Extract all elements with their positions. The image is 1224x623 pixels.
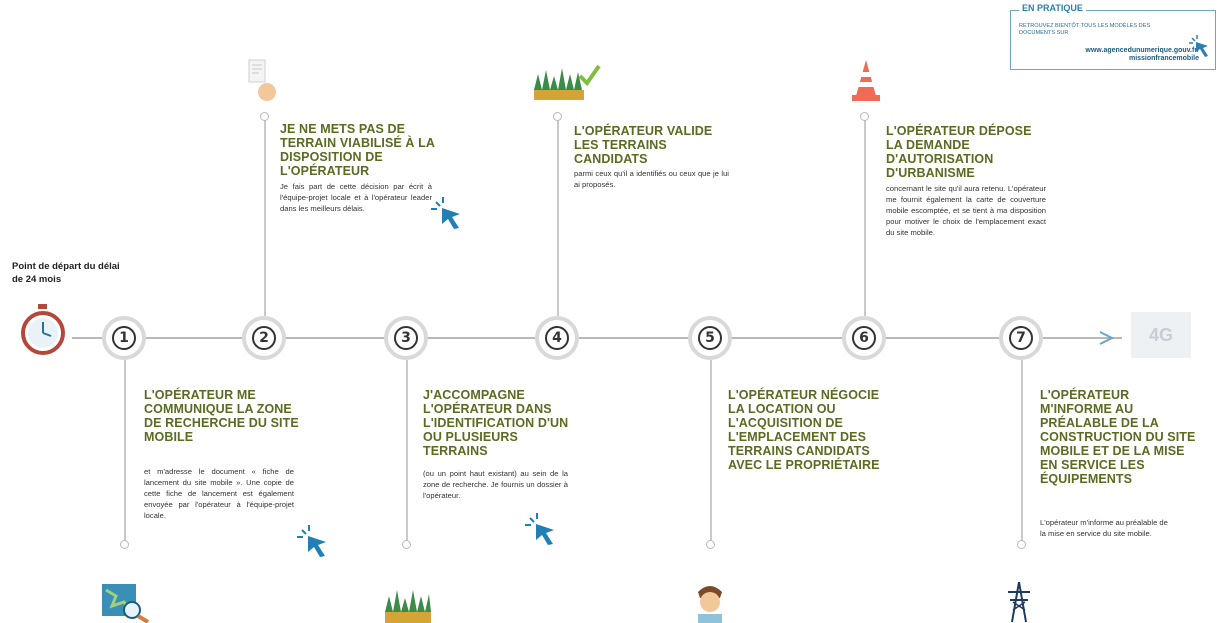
en-pratique-url[interactable]: www.agencedunumerique.gouv.fr/ missionfr… [1085, 47, 1199, 62]
stopwatch-icon [21, 304, 65, 355]
cursor-click-icon [525, 513, 554, 545]
cursor-click-icon [431, 197, 460, 229]
cursor-click-icon [1189, 35, 1208, 57]
step-2-body: Je fais part de cette décision par écrit… [280, 182, 432, 213]
step-4-title: L'OPÉRATEUR VALIDE LES TERRAINS CANDIDAT… [574, 124, 713, 166]
step-1-body: et m'adresse le document « fiche de lanc… [144, 467, 294, 520]
step-3-title: J'ACCOMPAGNE L'OPÉRATEUR DANS L'IDENTIFI… [423, 388, 569, 458]
en-pratique-intro: RETROUVEZ BIENTÔT TOUS LES MODÈLES DES D… [1019, 23, 1151, 36]
step-2-marker: 2 [242, 316, 286, 360]
person-icon [698, 586, 722, 623]
en-pratique-label: EN PRATIQUE [1019, 3, 1086, 13]
map-search-icon [102, 584, 150, 623]
traffic-cone-icon [852, 60, 880, 101]
document-hand-icon [248, 59, 276, 101]
step-5-title: L'OPÉRATEUR NÉGOCIE LA LOCATION OU L'ACQ… [728, 388, 880, 472]
step-7-title: L'OPÉRATEUR M'INFORME AU PRÉALABLE DE LA… [1040, 388, 1196, 486]
step-6-title: L'OPÉRATEUR DÉPOSE LA DEMANDE D'AUTORISA… [886, 124, 1032, 180]
cursor-click-icon [297, 525, 326, 557]
step-3-marker: 3 [384, 316, 428, 360]
step-7-body: L'opérateur m'informe au préalable de la… [1040, 518, 1168, 538]
step-1-marker: 1 [102, 316, 146, 360]
4g-badge: 4G [1131, 312, 1191, 358]
step-6-marker: 6 [842, 316, 886, 360]
timeline-axis [72, 337, 1122, 339]
en-pratique-box: EN PRATIQUE RETROUVEZ BIENTÔT TOUS LES M… [1010, 3, 1216, 70]
step-7-marker: 7 [999, 316, 1043, 360]
step-6-body: concernant le site qu'il aura retenu. L'… [886, 184, 1046, 237]
step-5-marker: 5 [688, 316, 732, 360]
step-4-marker: 4 [535, 316, 579, 360]
grass-check-icon [534, 64, 601, 100]
arrow-right-icon [1099, 331, 1115, 345]
grass-terrain-icon [385, 590, 431, 623]
start-label: Point de départ du délai de 24 mois [12, 261, 120, 285]
step-3-body: (ou un point haut existant) au sein de l… [423, 469, 568, 500]
step-4-body: parmi ceux qu'il a identifiés ou ceux qu… [574, 169, 729, 189]
step-2-title: JE NE METS PAS DE TERRAIN VIABILISÉ À LA… [280, 122, 435, 178]
step-1-title: L'OPÉRATEUR ME COMMUNIQUE LA ZONE DE REC… [144, 388, 299, 444]
power-pylon-icon [1008, 581, 1030, 623]
